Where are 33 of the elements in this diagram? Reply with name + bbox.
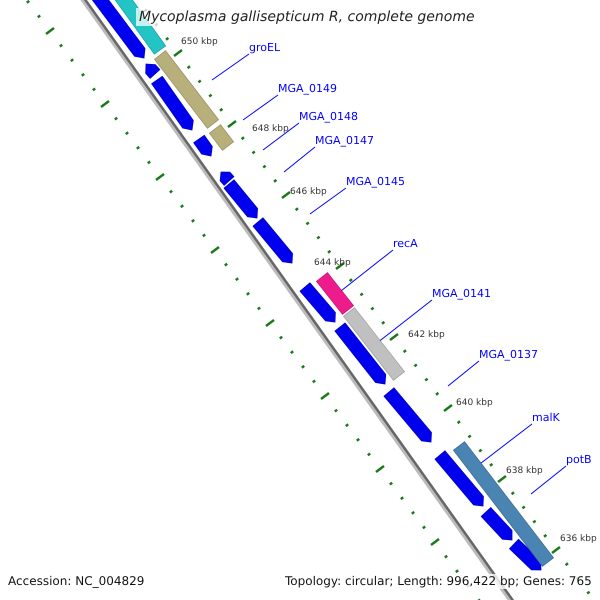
gene-bar <box>342 307 406 381</box>
tick-label: 644 kbp <box>314 258 351 269</box>
gene-label: MGA_0147 <box>315 134 374 147</box>
tick-label: 640 kbp <box>456 398 493 409</box>
leader-line <box>284 146 316 172</box>
gene-label: MGA_0145 <box>346 175 406 188</box>
leader-line <box>480 424 532 464</box>
gene-bar <box>316 272 354 315</box>
leader-line <box>380 300 432 341</box>
gene-bar <box>208 124 234 151</box>
leader-line <box>448 360 480 386</box>
leader-line <box>262 122 300 150</box>
gene-label: MGA_0149 <box>278 82 338 95</box>
leader-line <box>212 54 250 80</box>
gene-label: potB <box>566 453 592 466</box>
gene-label: MGA_0148 <box>299 110 358 123</box>
leader-line <box>530 466 566 494</box>
gene-label: MGA_0137 <box>479 348 538 361</box>
gene-label: recA <box>393 237 418 250</box>
tick-label: 642 kbp <box>408 330 445 341</box>
tick-label: 646 kbp <box>290 187 327 198</box>
gene-bar <box>154 50 220 129</box>
gene-bar <box>452 441 554 567</box>
tick-label: 650 kbp <box>181 37 218 48</box>
leader-line <box>242 94 278 120</box>
gene-label: MGA_0141 <box>432 287 492 300</box>
gene-label: groEL <box>249 41 280 54</box>
leader-line <box>310 188 346 214</box>
tick-label: 648 kbp <box>252 124 289 135</box>
leader-line <box>341 250 394 292</box>
tick-label: 638 kbp <box>506 466 543 477</box>
gene-label: malK <box>532 411 560 424</box>
tick-label: 636 kbp <box>560 534 597 545</box>
